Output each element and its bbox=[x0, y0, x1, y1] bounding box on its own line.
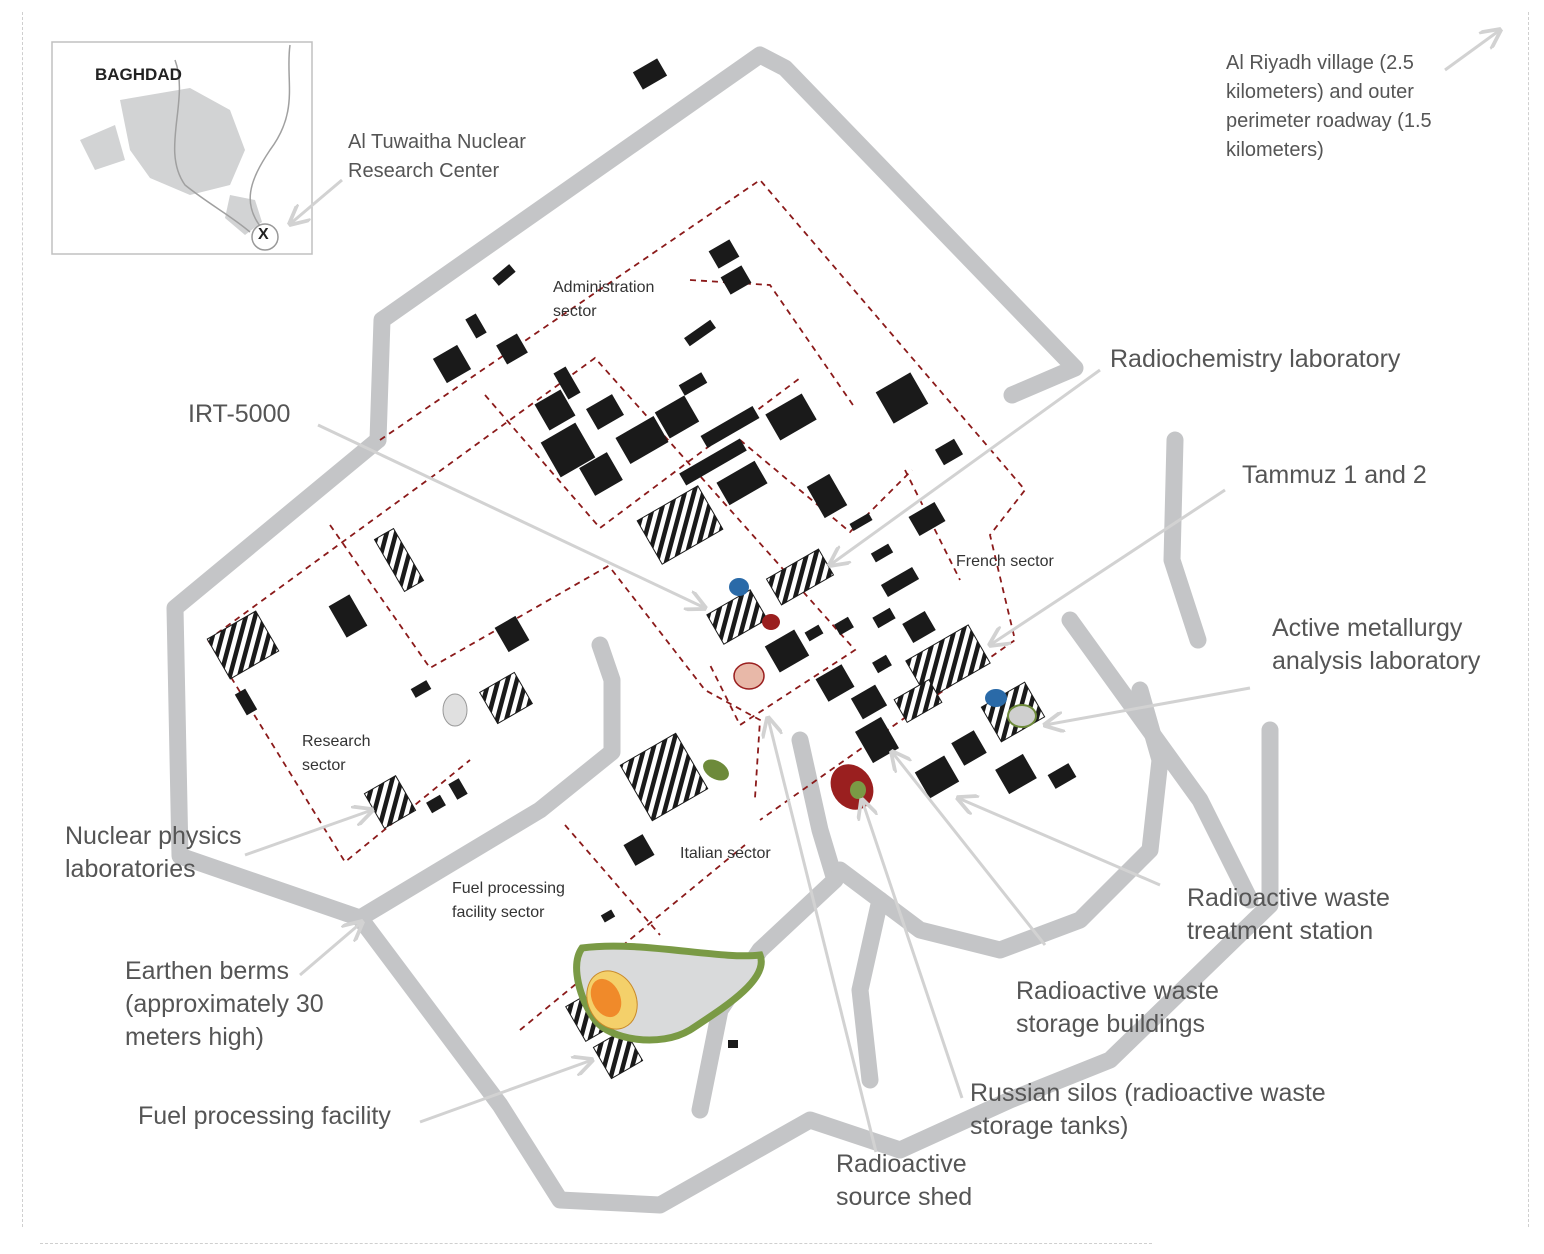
sector-boundaries bbox=[207, 178, 1027, 1031]
label-waste-treatment: Radioactive waste treatment station bbox=[1187, 884, 1390, 945]
frame-bottom-border bbox=[40, 1243, 1152, 1244]
inset-title: BAGHDAD bbox=[95, 65, 182, 84]
site-markers bbox=[442, 578, 1037, 810]
label-russian-silos: Russian silos (radioactive waste storage… bbox=[970, 1079, 1326, 1140]
label-source-shed: Radioactive source shed bbox=[836, 1150, 973, 1211]
sector-label-italian: Italian sector bbox=[680, 845, 771, 862]
label-tammuz: Tammuz 1 and 2 bbox=[1242, 461, 1427, 489]
label-fuel-processing-facility: Fuel processing facility bbox=[138, 1102, 391, 1130]
frame-left-border bbox=[22, 12, 23, 1227]
label-al-riyadh: Al Riyadh village (2.5 kilometers) and o… bbox=[1226, 52, 1432, 161]
label-active-metallurgy: Active metallurgy analysis laboratory bbox=[1272, 614, 1481, 675]
label-nuclear-physics: Nuclear physics laboratories bbox=[65, 822, 242, 883]
inset-map bbox=[51, 41, 313, 255]
sector-label-french: French sector bbox=[956, 553, 1054, 570]
buildings bbox=[234, 58, 1077, 1048]
perimeter-road bbox=[166, 46, 1279, 1214]
inset-location-marker: X bbox=[258, 226, 269, 243]
sector-label-fuel-processing: Fuel processing facility sector bbox=[452, 880, 565, 921]
hatched-buildings bbox=[206, 485, 1046, 1080]
label-earthen-berms: Earthen berms (approximately 30 meters h… bbox=[125, 957, 324, 1051]
leader-lines bbox=[244, 30, 1500, 1153]
label-radiochemistry: Radiochemistry laboratory bbox=[1110, 345, 1401, 373]
label-al-tuwaitha: Al Tuwaitha Nuclear Research Center bbox=[348, 131, 526, 182]
sector-label-research: Research sector bbox=[302, 733, 371, 774]
fuel-processing-site bbox=[573, 942, 765, 1044]
frame-right-border bbox=[1528, 12, 1529, 1227]
sector-label-administration: Administration sector bbox=[553, 279, 655, 320]
label-irt-5000: IRT-5000 bbox=[188, 400, 291, 428]
label-waste-storage: Radioactive waste storage buildings bbox=[1016, 977, 1219, 1038]
